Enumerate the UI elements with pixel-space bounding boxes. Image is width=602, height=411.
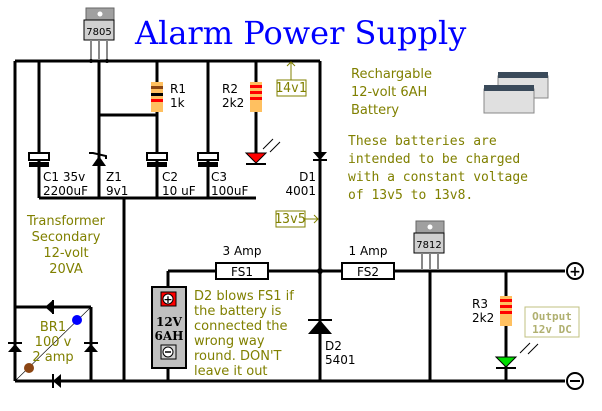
resistor-r2: [250, 82, 262, 112]
r1-label: R1: [170, 82, 186, 96]
c2-value: 10 uF: [162, 184, 196, 198]
capacitor-c2: [146, 152, 168, 167]
d1-label: D1: [299, 170, 316, 184]
r3-value: 2k2: [472, 311, 494, 325]
d2-warning-line-1: D2 blows FS1 if: [194, 289, 294, 304]
voltage-tag-mid: 13v5: [274, 212, 305, 227]
d2-warning-line-3: connected the: [194, 319, 288, 334]
c1-label: C1 35v: [43, 170, 85, 184]
fuse-fs2: FS2: [341, 262, 395, 280]
charging-note-line-2: intended to be charged: [348, 152, 520, 167]
transformer-note-line-1: Transformer: [26, 214, 106, 229]
d2-warning-line-6: leave it out: [194, 364, 268, 379]
capacitor-c1: [28, 152, 50, 167]
battery-symbol: + 12V 6AH: [151, 286, 187, 369]
charging-note-line-1: These batteries are: [348, 134, 497, 149]
regulator-7805-label: 7805: [86, 27, 111, 38]
br1-label: BR1: [40, 320, 66, 335]
d2-label: D2: [325, 339, 342, 353]
battery-title-line-2: 12-volt 6AH: [351, 85, 427, 100]
r3-label: R3: [472, 297, 488, 311]
junction-dots: [89, 59, 323, 274]
voltage-tag-top: 14v1: [275, 81, 306, 96]
led-red: [244, 138, 281, 165]
output-label-line-1: Output: [532, 310, 572, 323]
br1-voltage: 100 v: [35, 335, 72, 350]
output-label-line-2: 12v DC: [532, 323, 572, 336]
regulator-7805: 7805: [83, 7, 115, 60]
c1-value: 2200uF: [43, 184, 88, 198]
regulator-7812: 7812: [413, 220, 445, 270]
fs1-label: FS1: [231, 265, 253, 279]
led-green: [494, 342, 539, 369]
r2-value: 2k2: [222, 96, 244, 110]
title: Alarm Power Supply: [134, 14, 466, 52]
diode-d1: [313, 152, 327, 161]
battery-title-line-3: Battery: [351, 103, 399, 118]
br1-current: 2 amp: [32, 350, 73, 365]
z1-label: Z1: [106, 170, 122, 184]
r2-label: R2: [222, 82, 238, 96]
capacitor-c3: [197, 152, 219, 167]
voltage-tag-14v1: 14v1: [275, 61, 307, 97]
charging-note-line-4: of 13v5 to 13v8.: [348, 188, 473, 203]
voltage-tag-13v5: 13v5: [274, 210, 319, 228]
zener-z1: [89, 152, 107, 166]
batteries-image: [483, 72, 549, 114]
bridge-rectifier-br1: [8, 300, 98, 388]
transformer-note-line-2: Secondary: [32, 230, 101, 245]
transformer-note-line-4: 20VA: [49, 262, 83, 277]
c3-label: C3: [211, 170, 227, 184]
negative-terminal[interactable]: [566, 372, 584, 390]
c3-value: 100uF: [211, 184, 249, 198]
battery-plus-icon: +: [163, 293, 172, 306]
resistor-r1: [151, 82, 163, 112]
d1-value: 4001: [285, 184, 316, 198]
fs2-label: FS2: [357, 265, 379, 279]
d2-warning-line-2: the battery is: [194, 304, 282, 319]
diode-d2: [308, 319, 332, 334]
battery-voltage: 12V: [156, 315, 183, 329]
fs1-rating: 3 Amp: [223, 244, 262, 258]
c2-label: C2: [162, 170, 178, 184]
z1-value: 9v1: [106, 184, 128, 198]
d2-warning-line-4: wrong way: [194, 334, 265, 349]
battery-capacity: 6AH: [155, 329, 184, 343]
d2-value: 5401: [325, 353, 356, 367]
charging-note-line-3: with a constant voltage: [348, 170, 528, 185]
d2-warning-line-5: round. DON'T: [194, 349, 282, 364]
resistor-r3: [500, 296, 512, 326]
transformer-note-line-3: 12-volt: [43, 246, 88, 261]
plus-icon: +: [569, 264, 581, 280]
battery-title-line-1: Rechargable: [351, 67, 432, 82]
regulator-7812-label: 7812: [416, 240, 441, 251]
output-label: Output 12v DC: [524, 306, 580, 338]
positive-terminal[interactable]: +: [566, 262, 584, 280]
fs2-rating: 1 Amp: [349, 244, 388, 258]
r1-value: 1k: [170, 96, 185, 110]
fuse-fs1: FS1: [215, 262, 269, 280]
